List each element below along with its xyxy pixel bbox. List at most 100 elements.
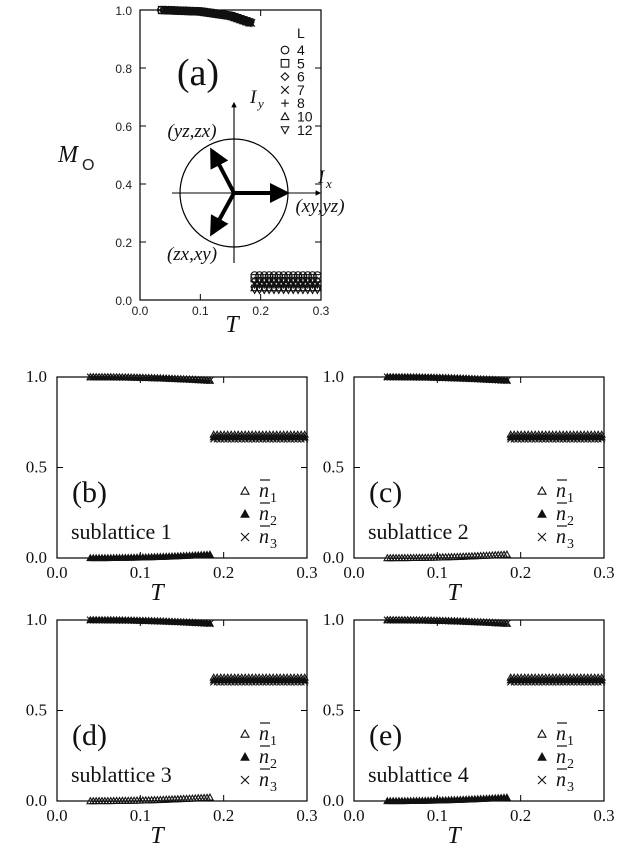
data-point	[283, 286, 293, 295]
legend-subscript: 3	[567, 537, 574, 552]
legend-subscript: 2	[567, 514, 574, 529]
data-point	[205, 793, 215, 801]
y-tick-label: 1.0	[115, 4, 132, 18]
legend-subscript: 1	[270, 491, 277, 506]
data-point	[250, 286, 260, 295]
data-point	[300, 432, 309, 441]
data-point	[298, 286, 308, 295]
panel-label: (b)	[72, 476, 107, 509]
series-n3	[86, 616, 309, 686]
legend-marker	[240, 751, 250, 761]
sublattice-label: sublattice 1	[71, 519, 172, 544]
y-tick-label: 0.0	[115, 294, 132, 308]
inset-label-upper: (yz,zx)	[167, 121, 216, 142]
legend-subscript: 3	[270, 780, 277, 795]
y-tick-label: 0.2	[115, 236, 132, 250]
data-point	[254, 286, 264, 295]
legend-entry: 7	[297, 82, 305, 98]
data-points	[86, 615, 309, 805]
panel-label: (d)	[72, 719, 107, 752]
legend-marker	[537, 775, 547, 785]
series-n1	[86, 372, 309, 438]
x-tick-label: 0.1	[427, 806, 448, 825]
x-tick-label: 0.2	[510, 806, 531, 825]
series-n3	[383, 373, 606, 443]
y-tick-label: 1.0	[323, 610, 344, 629]
data-point	[240, 17, 250, 26]
panel-label: (a)	[177, 52, 219, 94]
x-axis-label: T	[447, 823, 462, 848]
legend-subscript: 1	[270, 734, 277, 749]
legend-title: L	[297, 25, 305, 41]
series-n2	[383, 372, 606, 441]
legend-entry: 10	[297, 109, 313, 125]
legend-marker	[280, 85, 290, 95]
y-tick-label: 1.0	[26, 367, 47, 386]
y-axis-label: M	[57, 142, 80, 168]
data-points	[383, 372, 606, 562]
legend-entry: 12	[297, 122, 313, 138]
data-point	[228, 13, 238, 22]
data-point	[279, 286, 289, 295]
series-n3	[86, 373, 309, 443]
legend-symbol: n	[259, 480, 269, 502]
legend-marker	[240, 508, 250, 518]
y-tick-label: 0.0	[26, 791, 47, 810]
legend-marker	[537, 485, 547, 495]
data-point	[312, 286, 322, 295]
sublattice-label: sublattice 4	[368, 762, 469, 787]
legend-subscript: 2	[270, 514, 277, 529]
x-tick-label: 0.1	[427, 563, 448, 582]
data-point	[293, 286, 303, 295]
y-tick-label: 0.5	[26, 701, 47, 720]
legend-symbol: n	[556, 480, 566, 502]
data-point	[234, 15, 244, 24]
panel-label: (c)	[369, 476, 402, 509]
inset-label-Ix: I	[317, 167, 326, 188]
data-point	[274, 286, 284, 295]
data-point	[205, 376, 215, 384]
legend-marker	[280, 126, 290, 135]
y-tick-label: 0.4	[115, 178, 132, 192]
y-tick-label: 0.6	[115, 120, 132, 134]
legend-marker	[280, 72, 290, 82]
x-axis-label: T	[150, 580, 165, 606]
data-point	[300, 675, 309, 684]
data-point	[308, 286, 318, 295]
legend-entry: 4	[297, 42, 305, 58]
inset-label-Iy-sub: y	[256, 96, 264, 111]
data-point	[225, 12, 235, 21]
data-points	[86, 372, 309, 562]
series-n3	[383, 616, 606, 686]
data-point	[502, 793, 512, 801]
legend-marker	[240, 485, 250, 495]
y-tick-label: 0.5	[323, 458, 344, 477]
x-tick-label: 0.1	[192, 304, 209, 318]
panel-label: (e)	[369, 719, 402, 752]
x-tick-label: 0.0	[343, 563, 364, 582]
x-tick-label: 0.1	[130, 563, 151, 582]
data-point	[288, 286, 298, 295]
data-point	[502, 619, 512, 627]
data-point	[502, 376, 512, 384]
inset-vector-upper	[210, 147, 236, 194]
x-tick-label: 0.0	[46, 806, 67, 825]
x-tick-label: 0.0	[46, 563, 67, 582]
data-point	[269, 286, 279, 295]
legend-symbol: n	[259, 723, 269, 745]
legend-symbol: n	[259, 746, 269, 768]
data-point	[205, 619, 215, 627]
data-point	[502, 550, 512, 558]
x-axis-label: T	[150, 823, 165, 848]
inset-label-Ix-sub: x	[325, 176, 332, 191]
data-point	[259, 286, 269, 295]
legend-entry: 5	[297, 55, 305, 71]
data-point	[243, 18, 253, 27]
legend-subscript: 1	[567, 491, 574, 506]
